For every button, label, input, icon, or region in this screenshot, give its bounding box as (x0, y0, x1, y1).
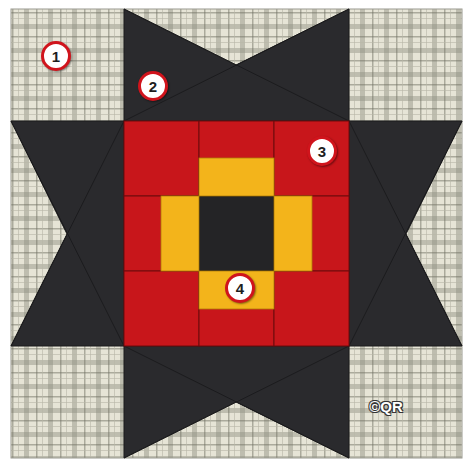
callout-number: 1 (41, 41, 71, 71)
yellow-rectangles (161, 158, 312, 309)
star-points (11, 9, 462, 458)
callout-number: 3 (307, 136, 337, 166)
callout-number: 4 (225, 273, 255, 303)
watermark: ©QR (369, 398, 403, 415)
plaid-background (11, 9, 462, 458)
red-squares (124, 121, 349, 346)
callout-number: 2 (138, 71, 168, 101)
seam-lines (11, 9, 462, 458)
star-point (11, 121, 124, 346)
star-point (124, 9, 349, 121)
center-square (199, 196, 274, 271)
star-point (349, 121, 462, 346)
star-point (124, 346, 349, 458)
